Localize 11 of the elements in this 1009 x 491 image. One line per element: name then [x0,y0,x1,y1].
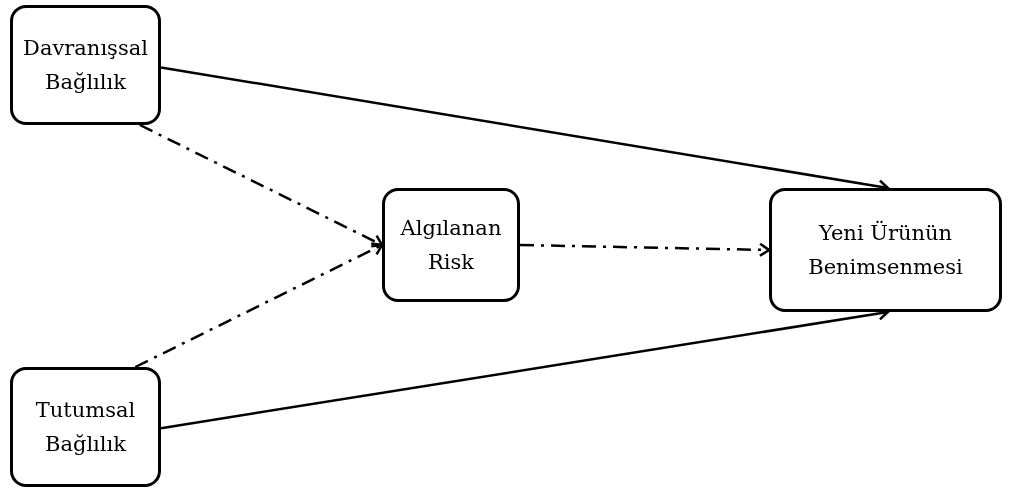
concept-label: Tutumsal Bağlılık [34,397,137,458]
arrow [139,123,384,248]
arrow [519,242,771,258]
concept-label: Yeni Ürünün Benimsenmesi [807,219,964,281]
concept-box [382,188,520,302]
concept-box [769,188,1002,312]
concept-label: Davranışsal Bağlılık [23,35,148,96]
concept-box [10,367,161,487]
concept-label: Algılanan Risk [399,215,503,276]
arrow [134,242,384,369]
concept-box [10,5,161,125]
